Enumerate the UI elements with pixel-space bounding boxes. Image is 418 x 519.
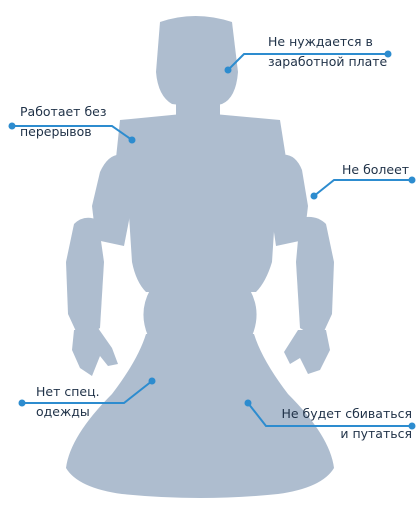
dot-no-breaks-robot: [129, 137, 136, 144]
dot-no-uniform-end: [19, 400, 26, 407]
robot-torso: [116, 114, 286, 292]
callout-no-confusion-line2: и путаться: [272, 424, 412, 444]
dot-not-sick-robot: [311, 193, 318, 200]
robot-left-hand: [72, 328, 118, 376]
callout-no-uniform: Нет спец. одежды: [36, 382, 100, 422]
callout-salary-line1: Не нуждается в: [268, 32, 387, 52]
callout-no-confusion-line1: Не будет сбиваться: [272, 404, 412, 424]
callout-not-sick: Не болеет: [342, 160, 409, 180]
dot-no-breaks-end: [9, 123, 16, 130]
callout-no-breaks-line2: перерывов: [20, 122, 107, 142]
dot-salary-robot: [225, 67, 232, 74]
dot-no-confusion-robot: [245, 400, 252, 407]
leader-not-sick: [314, 180, 412, 196]
robot-head: [156, 16, 238, 108]
callout-no-confusion: Не будет сбиваться и путаться: [272, 404, 412, 444]
callout-no-breaks: Работает без перерывов: [20, 102, 107, 142]
dot-not-sick-end: [409, 177, 416, 184]
callout-no-uniform-line2: одежды: [36, 402, 100, 422]
robot-right-forearm: [296, 217, 334, 340]
callout-salary-line2: заработной плате: [268, 52, 387, 72]
dot-no-uniform-robot: [149, 378, 156, 385]
callout-salary: Не нуждается в заработной плате: [268, 32, 387, 72]
robot-left-forearm: [66, 218, 104, 340]
callout-no-breaks-line1: Работает без: [20, 102, 107, 122]
robot-waist: [143, 290, 256, 336]
robot-right-hand: [284, 330, 330, 374]
callout-no-uniform-line1: Нет спец.: [36, 382, 100, 402]
callout-not-sick-line1: Не болеет: [342, 160, 409, 180]
